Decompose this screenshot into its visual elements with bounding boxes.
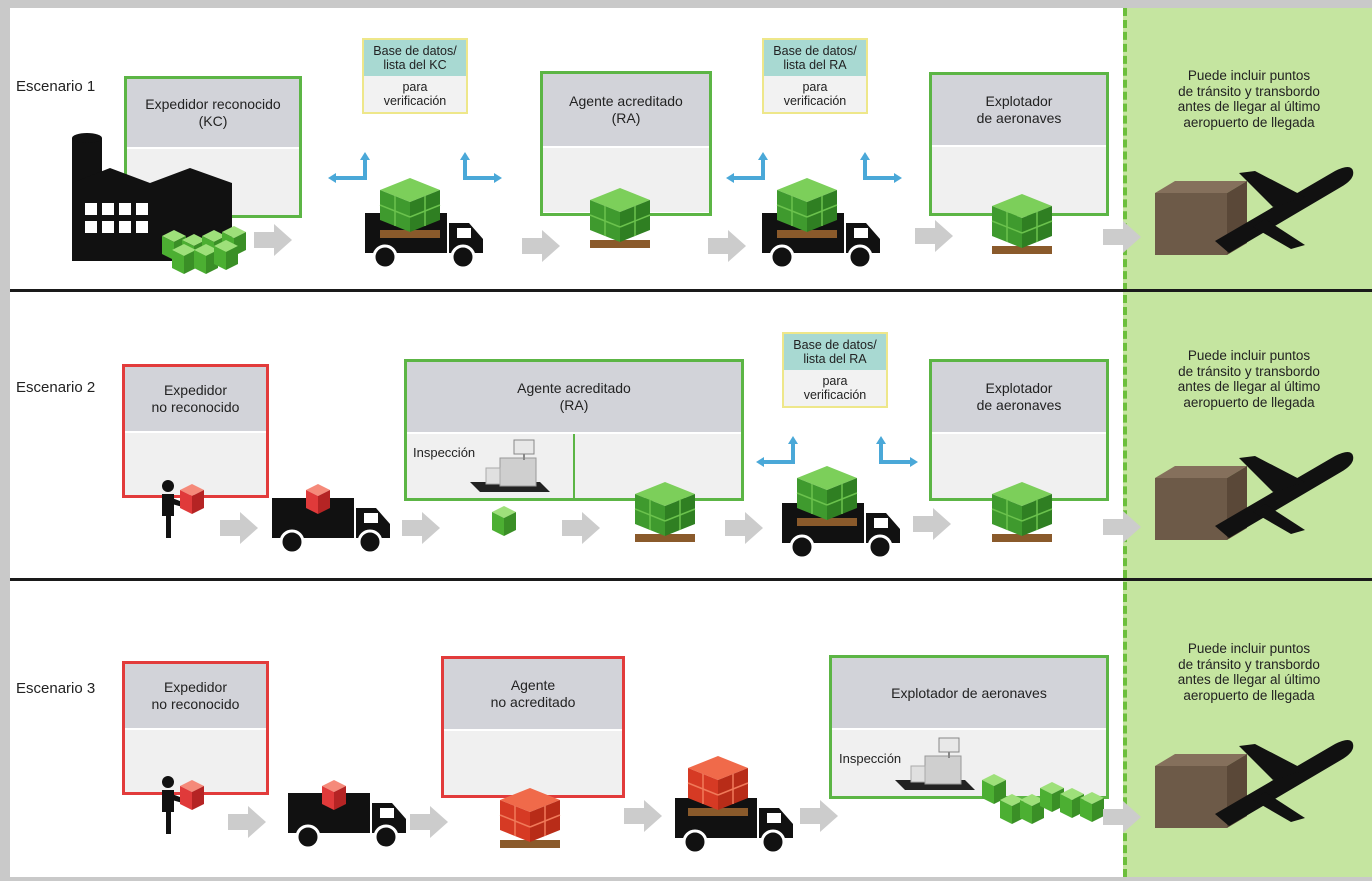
flow-arrow-icon: [624, 800, 662, 832]
unknown-consignor-box-3: Expedidor no reconocido: [122, 661, 269, 795]
pallet-icon: [634, 481, 696, 543]
divider-1: [10, 289, 1372, 292]
ra-database-sub-1: para verificación: [764, 76, 866, 112]
verification-arrow-icon: [460, 152, 502, 183]
aircraft-operator-label-1: Explotador de aeronaves: [932, 75, 1106, 145]
flow-arrow-icon: [562, 512, 600, 544]
flow-arrow-icon: [228, 806, 266, 838]
aircraft-operator-box-2: Explotador de aeronaves: [929, 359, 1109, 501]
flow-arrow-icon: [254, 224, 292, 256]
flow-arrow-icon: [1103, 511, 1141, 543]
pallet-icon: [499, 787, 561, 849]
non-regulated-agent-label: Agente no acreditado: [444, 659, 622, 729]
ra-database-title-2: Base de datos/ lista del RA: [784, 334, 886, 370]
regulated-agent-label-1: Agente acreditado (RA): [543, 74, 709, 146]
unknown-consignor-label-2: Expedidor no reconocido: [125, 367, 266, 431]
flow-arrow-icon: [708, 230, 746, 262]
icon-layer: [72, 133, 1354, 855]
flow-arrow-icon: [913, 508, 951, 540]
flow-arrow-icon: [522, 230, 560, 262]
kc-database-box: Base de datos/ lista del KC para verific…: [362, 38, 468, 114]
aircraft-operator-label-3: Explotador de aeronaves: [832, 658, 1106, 728]
kc-database-sub: para verificación: [364, 76, 466, 112]
unknown-consignor-label-3: Expedidor no reconocido: [125, 664, 266, 728]
flow-arrow-icon: [410, 806, 448, 838]
flow-arrow-icon: [1103, 801, 1141, 833]
box-icon: [492, 506, 516, 536]
unknown-consignor-box-2: Expedidor no reconocido: [122, 364, 269, 498]
inspection-label-2: Inspección: [413, 445, 476, 460]
inspection-label-3: Inspección: [839, 751, 902, 766]
transit-note-2: Puede incluir puntos de tránsito y trans…: [1177, 348, 1321, 410]
flow-arrow-icon: [1103, 221, 1141, 253]
truck-icon: [673, 796, 795, 855]
person-icon: [162, 776, 204, 834]
transit-note-3: Puede incluir puntos de tránsito y trans…: [1177, 641, 1321, 703]
process-diagram: Escenario 1 Escenario 2 Escenario 3 Expe…: [10, 8, 1372, 877]
regulated-agent-label-2: Agente acreditado (RA): [407, 362, 741, 432]
aircraft-operator-box-3: Explotador de aeronaves: [829, 655, 1109, 799]
regulated-agent-box-1: Agente acreditado (RA): [540, 71, 712, 216]
ra-database-box-2: Base de datos/ lista del RA para verific…: [782, 332, 888, 408]
flow-arrow-icon: [725, 512, 763, 544]
boxes-icon: [982, 774, 1104, 824]
known-consignor-label: Expedidor reconocido (KC): [127, 79, 299, 147]
truck-icon: [286, 791, 408, 850]
airplane-icon: [1155, 167, 1354, 255]
box-icon: [322, 780, 346, 810]
verification-arrow-icon: [726, 152, 768, 183]
transit-note-1: Puede incluir puntos de tránsito y trans…: [1177, 68, 1321, 130]
flow-arrow-icon: [915, 220, 953, 252]
flow-arrow-icon: [220, 512, 258, 544]
ra-database-sub-2: para verificación: [784, 370, 886, 406]
aircraft-operator-box-1: Explotador de aeronaves: [929, 72, 1109, 216]
scenario-1-label: Escenario 1: [16, 78, 96, 95]
non-regulated-agent-box: Agente no acreditado: [441, 656, 625, 798]
scanner-icon: [469, 439, 551, 493]
regulated-agent-box-2: Agente acreditado (RA): [404, 359, 744, 501]
scanner-icon: [894, 737, 976, 791]
verification-arrow-icon: [756, 436, 798, 467]
pallet-icon: [991, 193, 1053, 255]
ra-database-title-1: Base de datos/ lista del RA: [764, 40, 866, 76]
truck-icon: [270, 496, 392, 555]
airplane-icon: [1155, 740, 1354, 828]
flow-arrow-icon: [402, 512, 440, 544]
transit-zone-border: [1123, 8, 1127, 877]
divider-2: [10, 578, 1372, 581]
box-icon: [306, 484, 330, 514]
verification-arrow-icon: [328, 152, 370, 183]
scenario-3-label: Escenario 3: [16, 680, 96, 697]
verification-arrow-icon: [860, 152, 902, 183]
person-icon: [162, 480, 204, 538]
flow-arrow-icon: [800, 800, 838, 832]
transit-zone: [1123, 8, 1372, 877]
pallet-icon: [991, 481, 1053, 543]
pallet-icon: [589, 187, 651, 249]
kc-database-title: Base de datos/ lista del KC: [364, 40, 466, 76]
airplane-icon: [1155, 452, 1354, 540]
aircraft-operator-label-2: Explotador de aeronaves: [932, 362, 1106, 432]
scenario-2-label: Escenario 2: [16, 379, 96, 396]
ra-database-box-1: Base de datos/ lista del RA para verific…: [762, 38, 868, 114]
verification-arrow-icon: [876, 436, 918, 467]
